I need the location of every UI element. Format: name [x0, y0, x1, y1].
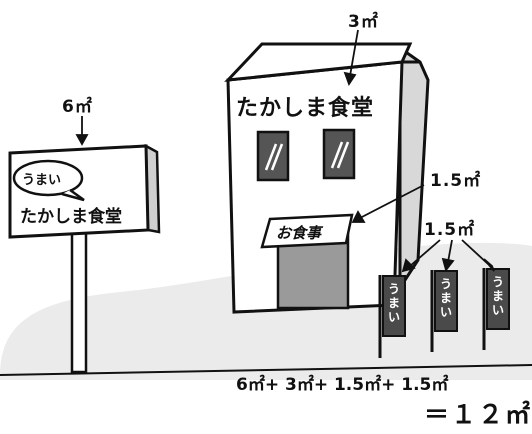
speech-bubble-tail — [61, 188, 85, 202]
door-signboard — [260, 213, 354, 249]
flag-2 — [430, 270, 458, 352]
flags-area-label: 1.5㎡ — [424, 220, 476, 240]
arrow-billboard-icon — [75, 116, 89, 146]
billboard-bubble-text: うまい — [22, 173, 62, 188]
flag-2-text: うまい — [439, 277, 452, 319]
flag-1-text: うまい — [387, 282, 400, 324]
billboard-pole — [70, 226, 88, 374]
equation-sum: 6㎡+ 3㎡+ 1.5㎡+ 1.5㎡ — [236, 375, 449, 395]
flag-1 — [378, 275, 406, 358]
signboard-area-label: 1.5㎡ — [430, 171, 482, 191]
arrow-building-icon — [343, 29, 359, 86]
speech-bubble — [12, 159, 84, 197]
arrow-flag-1-icon — [401, 239, 441, 273]
building-roof — [224, 42, 413, 82]
equation-result: ＝１２㎡ — [424, 400, 532, 429]
billboard-name: たかしま食堂 — [20, 207, 122, 227]
arrow-flag-2-icon — [441, 239, 455, 272]
building-name: たかしま食堂 — [236, 95, 375, 121]
window-right — [322, 128, 356, 180]
door-sign-text: お食事 — [276, 224, 322, 242]
building-area-label: 3㎡ — [348, 12, 379, 32]
window-left — [256, 130, 290, 182]
ground-line — [0, 364, 532, 376]
arrow-signboard-icon — [351, 184, 425, 223]
flag-3-text: うまい — [491, 275, 504, 317]
billboard-area-label: 6㎡ — [62, 97, 93, 117]
flag-3 — [482, 268, 510, 350]
arrow-flag-3-icon — [461, 239, 495, 272]
